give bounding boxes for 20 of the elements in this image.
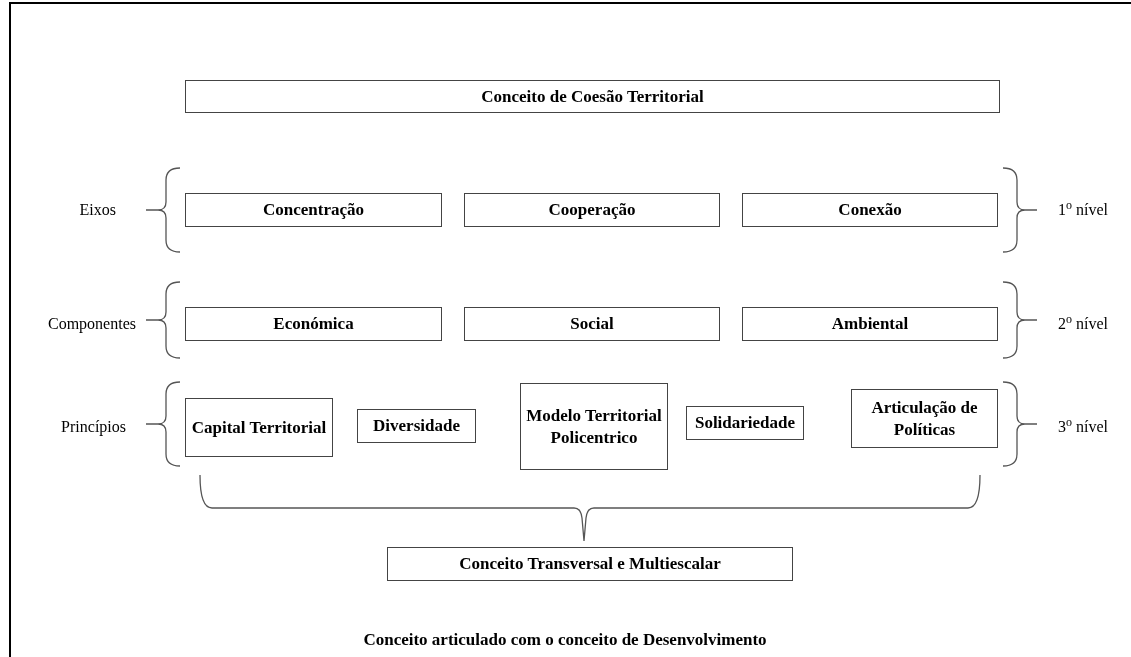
- concept-box: Conexão: [742, 193, 998, 227]
- concept-box: Solidariedade: [686, 406, 804, 440]
- concept-box: Económica: [185, 307, 442, 341]
- concept-box: Conceito Transversal e Multiescalar: [387, 547, 793, 581]
- concept-box: Conceito de Coesão Territorial: [185, 80, 1000, 113]
- concept-box: Concentração: [185, 193, 442, 227]
- concept-box: Articulação de Políticas: [851, 389, 998, 448]
- level-label: Componentes: [48, 314, 136, 335]
- level-label: 1$^{o}$ nível: [1058, 198, 1108, 220]
- concept-box: Cooperação: [464, 193, 720, 227]
- level-label: 2$^{o}$ nível: [1058, 312, 1108, 334]
- concept-box: Capital Territorial: [185, 398, 333, 457]
- level-label: Eixos: [79, 200, 116, 220]
- concept-box: Diversidade: [357, 409, 476, 443]
- footer-note: Conceito articulado com o conceito de Desenvolvimento: [363, 629, 767, 652]
- level-label: 3$^{o}$ nível: [1058, 415, 1108, 437]
- concept-box: Ambiental: [742, 307, 998, 341]
- level-label: Princípios: [61, 417, 126, 438]
- concept-box: Modelo Territorial Policentrico: [520, 383, 668, 470]
- concept-box: Social: [464, 307, 720, 341]
